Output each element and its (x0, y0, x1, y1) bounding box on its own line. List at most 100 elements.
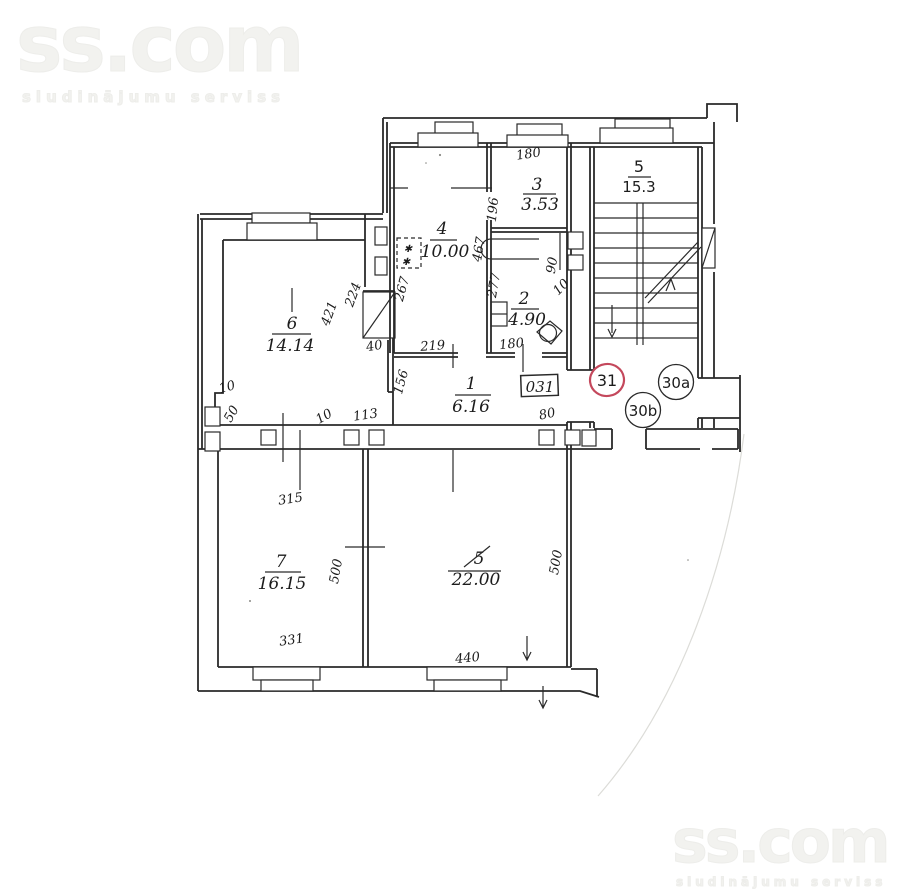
stair-stringer (636, 203, 644, 345)
unit-30b-circle (624, 391, 662, 429)
watermark-brand: ss.com (672, 807, 892, 877)
room-7-area: 16.15 (258, 574, 307, 594)
dim: 156 (391, 368, 412, 396)
dimension-labels: 180 196 467 277 90 10 267 224 421 40 219… (217, 145, 573, 667)
dim: 80 (538, 406, 557, 424)
window-top-2-sill (506, 134, 569, 148)
flue-icon (374, 256, 388, 276)
dim: 277 (485, 271, 504, 300)
down-arrow-icon (538, 686, 548, 710)
dim: 467 (470, 235, 489, 264)
flue-icon (538, 429, 555, 446)
dim: 315 (277, 490, 304, 508)
dim: 440 (454, 650, 481, 668)
window-room6-sill (246, 222, 318, 241)
window-bottom-1-sill (260, 679, 314, 692)
dim: 500 (327, 558, 346, 585)
dim: 219 (419, 338, 446, 355)
stair-direction-line (644, 241, 702, 304)
window-bottom-2-sill (433, 679, 502, 692)
watermark-brand: ss.com (16, 0, 306, 90)
flue-icon (368, 429, 385, 446)
unit-30a-circle (657, 363, 695, 401)
room-bathroom-area: 4.90 (507, 310, 546, 330)
flue-icon (581, 429, 597, 447)
scan-noise (249, 153, 689, 602)
flue-icon (374, 226, 388, 246)
room-wc-area: 3.53 (521, 195, 559, 215)
flue-niches (204, 226, 597, 452)
dim: 180 (499, 336, 525, 354)
dim: 10 (313, 406, 335, 427)
room-stairs-area: 15.3 (622, 178, 655, 196)
stair-down-arrow-icon (607, 305, 617, 339)
dim: 224 (342, 281, 365, 310)
unit-31-label: 31 (597, 371, 617, 390)
flue-icon (204, 406, 221, 427)
room-bathroom-number: 2 (518, 289, 530, 309)
room-7-number: 7 (276, 552, 287, 572)
dim: 267 (392, 274, 413, 304)
room-kitchen-number: 4 (436, 219, 448, 239)
watermark-top-left: ss.com sludinājumu serviss (16, 0, 306, 107)
dim: 40 (364, 338, 384, 356)
room-6-number: 6 (287, 314, 298, 334)
flue-icon (567, 254, 584, 271)
flue-icon (260, 429, 277, 446)
fixtures (362, 237, 563, 345)
dim: 421 (318, 300, 341, 329)
dim: 331 (278, 631, 305, 649)
down-arrow-icon (522, 636, 532, 662)
stair-treads (594, 202, 698, 339)
door-code-label: 031 (526, 378, 555, 396)
watermark-tagline: sludinājumu serviss (22, 88, 286, 107)
watermark-tagline: sludinājumu serviss (676, 875, 887, 890)
dim: 180 (515, 145, 542, 163)
room-hall-number: 1 (466, 374, 477, 394)
dim: 50 (221, 403, 242, 425)
unit-30b-label: 30b (629, 402, 658, 420)
window-top-2 (516, 123, 563, 137)
room-kitchen-area: 10.00 (421, 242, 470, 262)
window-stairwell-glass-line (701, 227, 716, 269)
room-labels: 4 10.00 3 3.53 2 4.90 1 6.16 5 15.3 6 14… (258, 157, 656, 594)
flue-icon (567, 231, 584, 250)
dim: 10 (550, 276, 572, 298)
window-top-1-sill (417, 132, 479, 148)
dim: 10 (217, 378, 237, 397)
room-hall-area: 6.16 (452, 397, 490, 417)
window-bottom-1 (252, 666, 321, 681)
bathtub-icon (480, 238, 539, 260)
staircase (594, 202, 702, 345)
watermark-bottom-right: ss.com sludinājumu serviss (672, 807, 892, 890)
stove-icon (396, 237, 422, 269)
unit-31-circle-highlight (588, 362, 626, 398)
room-8-number-strike (463, 545, 491, 568)
flue-icon (564, 429, 581, 446)
dim: 196 (485, 197, 503, 223)
room-stairs-number: 5 (634, 157, 644, 176)
unit-labels: 31 30a 30b 031 (519, 362, 695, 429)
dim: 500 (547, 549, 566, 576)
dimension-ticks (282, 187, 561, 710)
window-bottom-2 (426, 666, 508, 681)
room-6-area: 14.14 (266, 336, 315, 356)
door-code-box (519, 373, 560, 398)
flue-icon (343, 429, 360, 446)
toilet-bowl (538, 323, 558, 343)
stove-mark: ✱ (404, 244, 413, 255)
flue-icon (204, 431, 221, 452)
stove-mark: ✱ (402, 257, 411, 268)
closet-icon (362, 291, 396, 339)
closet-diagonal (362, 291, 396, 339)
unit-30a-label: 30a (662, 374, 690, 392)
windows (246, 118, 716, 692)
window-top-1 (434, 121, 474, 135)
room-wc-number: 3 (532, 175, 543, 195)
window-room6 (251, 212, 311, 224)
scan-artifact-curve (597, 433, 745, 797)
room-8-number: 5 (474, 549, 485, 569)
window-top-3-sill (599, 127, 674, 144)
room-8-area: 22.00 (451, 570, 501, 590)
